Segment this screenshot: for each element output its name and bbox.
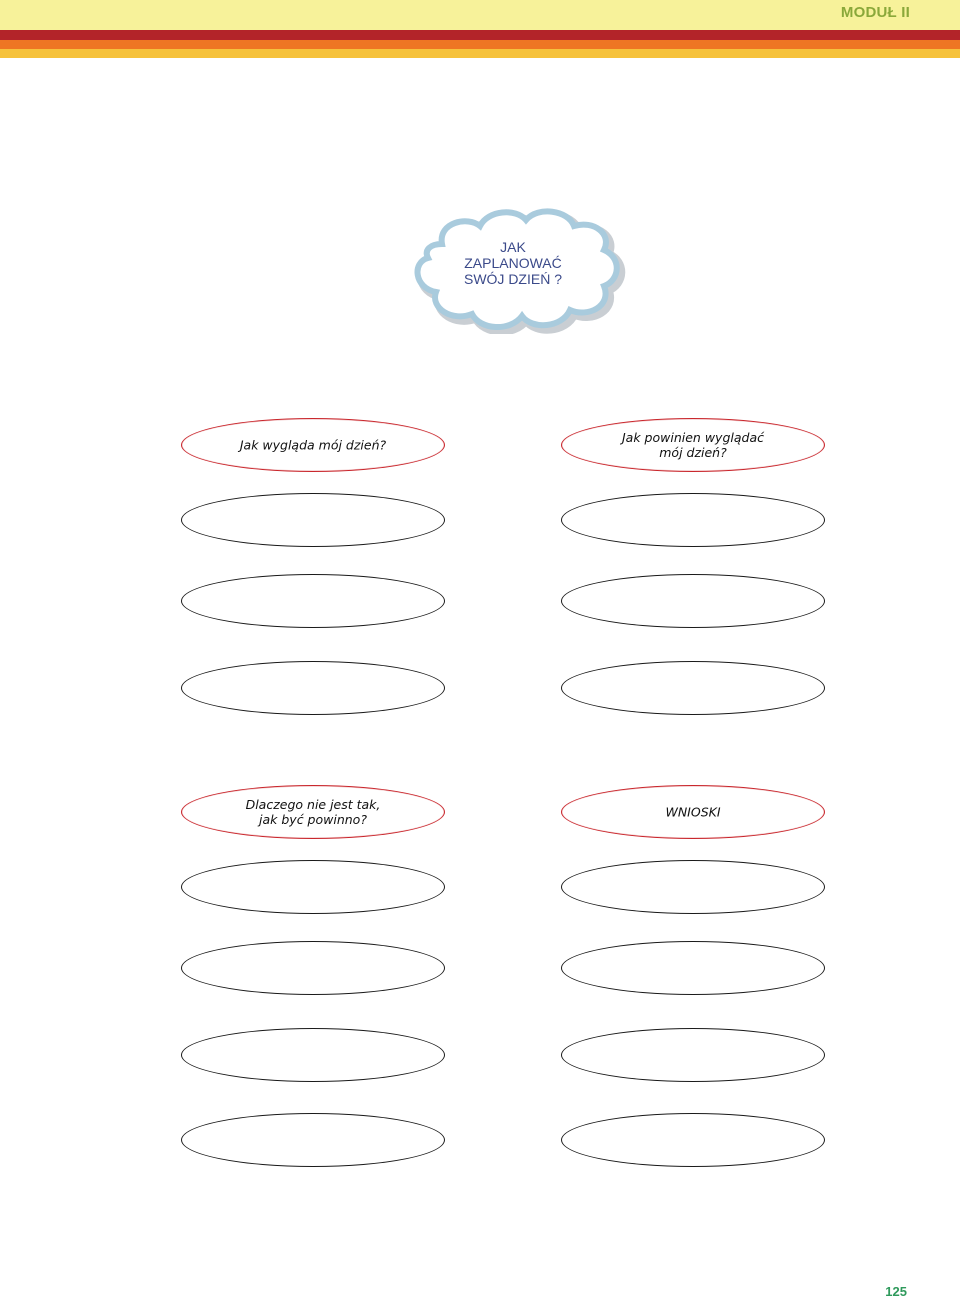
answer-oval[interactable] <box>561 941 825 995</box>
heading-text: WNIOSKI <box>665 804 721 820</box>
answer-oval[interactable] <box>181 941 445 995</box>
title-cloud: JAK ZAPLANOWAĆ SWÓJ DZIEŃ ? <box>398 204 634 334</box>
answer-oval[interactable] <box>181 1113 445 1167</box>
answer-oval[interactable] <box>181 574 445 628</box>
heading-text: Jak wygląda mój dzień? <box>239 437 387 453</box>
answer-oval[interactable] <box>181 1028 445 1082</box>
heading-oval-conclusions: WNIOSKI <box>561 785 825 839</box>
page-header: MODUŁ II <box>0 0 960 30</box>
answer-oval[interactable] <box>561 493 825 547</box>
answer-oval[interactable] <box>561 661 825 715</box>
answer-oval[interactable] <box>561 1113 825 1167</box>
cloud-shape-icon <box>414 208 626 334</box>
heading-text: Dlaczego nie jest tak, jak być powinno? <box>245 797 381 827</box>
answer-oval[interactable] <box>181 493 445 547</box>
heading-oval-why-not-as-should-be: Dlaczego nie jest tak, jak być powinno? <box>181 785 445 839</box>
answer-oval[interactable] <box>561 574 825 628</box>
heading-oval-how-my-day-should-look: Jak powinien wyglądać mój dzień? <box>561 418 825 472</box>
header-stripe-orange <box>0 40 960 49</box>
answer-oval[interactable] <box>181 661 445 715</box>
cloud-title: JAK ZAPLANOWAĆ SWÓJ DZIEŃ ? <box>463 239 562 287</box>
heading-text: Jak powinien wyglądać mój dzień? <box>622 430 764 460</box>
header-stripe-red <box>0 30 960 40</box>
answer-oval[interactable] <box>561 860 825 914</box>
answer-oval[interactable] <box>561 1028 825 1082</box>
header-stripe-yellow <box>0 49 960 58</box>
page-number: 125 <box>885 1284 907 1299</box>
answer-oval[interactable] <box>181 860 445 914</box>
heading-oval-how-my-day-looks: Jak wygląda mój dzień? <box>181 418 445 472</box>
module-label: MODUŁ II <box>840 4 910 21</box>
